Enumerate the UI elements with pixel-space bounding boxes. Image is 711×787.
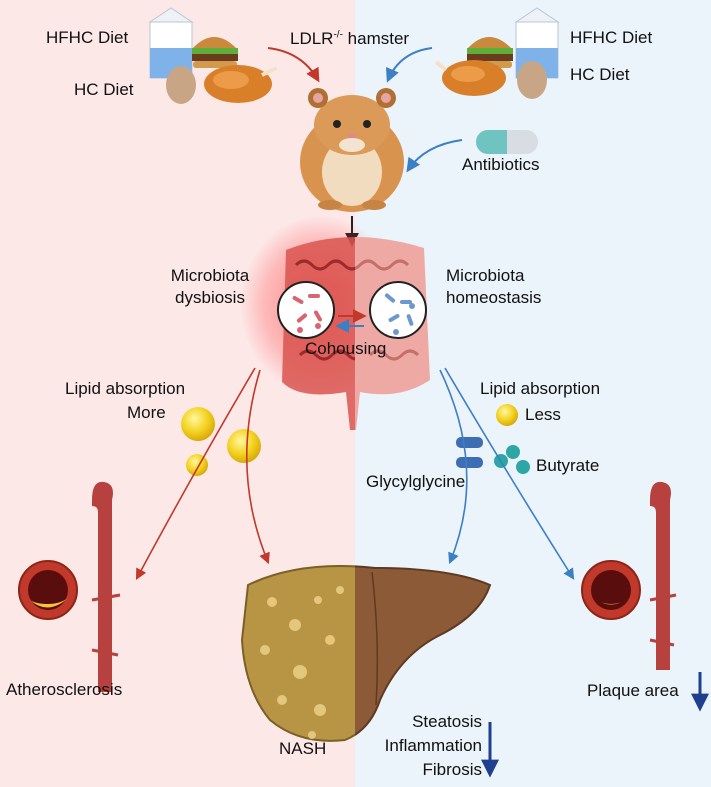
lipid-droplet-icon	[496, 404, 518, 426]
butyrate-label: Butyrate	[536, 456, 600, 475]
liver-healthy-half	[355, 565, 492, 736]
chicken-icon-left	[204, 65, 278, 103]
hamster-icon	[300, 88, 404, 212]
plaque-area-label: Plaque area	[587, 681, 679, 700]
antibiotics-label: Antibiotics	[462, 155, 540, 174]
homeostasis-label-line2: homeostasis	[446, 288, 542, 307]
arrow-to-liver-left	[246, 369, 270, 565]
arrow-to-artery-left	[135, 367, 256, 580]
right-panel-background	[355, 0, 711, 787]
liver-outcome-fibrosis: Fibrosis	[422, 760, 482, 779]
lipid-droplet-icon	[227, 429, 261, 463]
burger-icon-left	[192, 37, 238, 68]
antibiotics-capsule-icon	[476, 130, 538, 154]
right-lipid-absorption-label: Lipid absorption	[480, 379, 601, 398]
liver-outcome-steatosis: Steatosis	[412, 712, 482, 731]
arrow-to-liver-right	[439, 369, 468, 565]
model-superscript: -/-	[333, 29, 343, 41]
plaque-cross-section-left	[18, 560, 78, 620]
nash-label: NASH	[279, 739, 327, 758]
arrow-to-artery-right	[444, 367, 575, 580]
right-hfhc-diet-label: HFHC Diet	[570, 28, 653, 47]
right-lipid-amount-label: Less	[525, 405, 561, 424]
atherosclerosis-label: Atherosclerosis	[6, 680, 123, 699]
glycylglycine-icon	[456, 437, 483, 468]
artery-icon-right	[649, 481, 677, 670]
model-name: LDLR	[290, 29, 334, 48]
lipid-droplet-icon	[181, 407, 215, 441]
egg-icon-left	[166, 66, 196, 104]
dysbiosis-label-line1: Microbiota	[170, 266, 250, 285]
liver-nash-half	[240, 565, 355, 742]
egg-icon-right	[517, 61, 547, 99]
homeostasis-bacteria-icon	[369, 281, 427, 339]
lipid-droplet-icon	[186, 454, 208, 476]
diet-arrow-left	[267, 47, 320, 83]
left-lipid-amount-label: More	[127, 403, 166, 422]
dysbiosis-bacteria-icon	[277, 281, 335, 339]
left-hc-diet-label: HC Diet	[74, 80, 134, 99]
chicken-icon-right	[434, 60, 506, 96]
cohousing-label: Cohousing	[305, 339, 387, 358]
liver-outcome-inflammation: Inflammation	[384, 736, 482, 755]
antibiotics-arrow	[406, 139, 463, 173]
model-label: LDLR-/- hamster	[290, 29, 409, 49]
dysbiosis-label-line2: dysbiosis	[175, 288, 245, 307]
left-hfhc-diet-label: HFHC Diet	[46, 28, 129, 47]
model-species: hamster	[347, 29, 410, 48]
plaque-cross-section-right	[581, 560, 641, 620]
glycylglycine-label: Glycylglycine	[366, 472, 466, 491]
homeostasis-label-line1: Microbiota	[446, 266, 525, 285]
right-hc-diet-label: HC Diet	[570, 65, 630, 84]
diet-arrow-right	[385, 47, 433, 83]
left-lipid-absorption-label: Lipid absorption	[65, 379, 186, 398]
artery-icon-left	[91, 481, 121, 692]
butyrate-icon	[494, 445, 530, 474]
